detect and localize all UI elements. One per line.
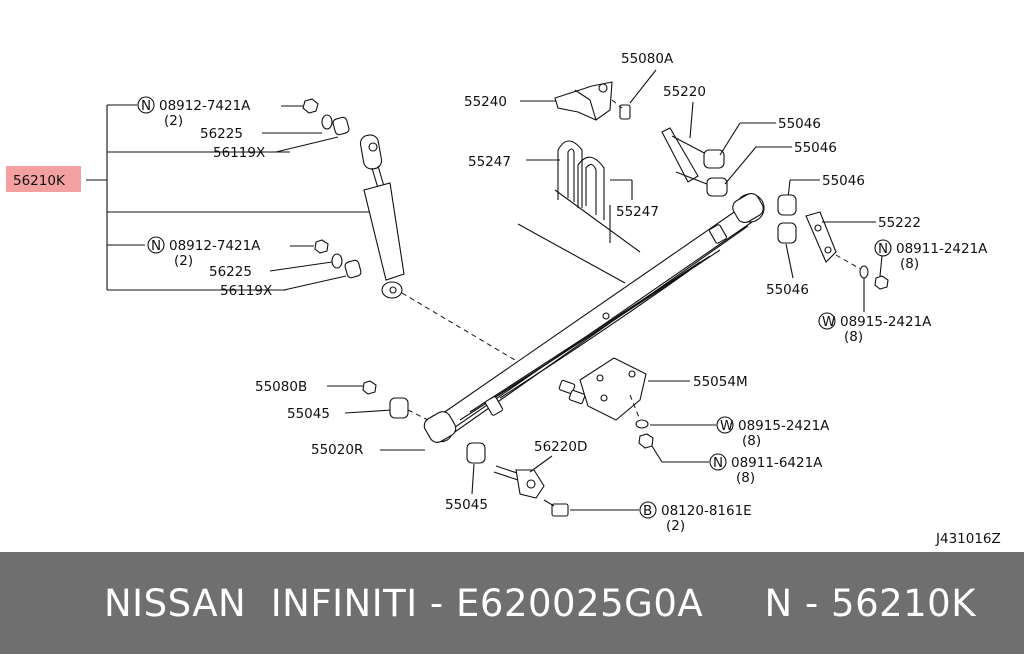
label-08911-2421-qty: (8): [900, 256, 919, 272]
banner-text: NISSAN INFINITI - E620025G0A N - 56210K: [104, 581, 976, 625]
label-55247-b[interactable]: 55247: [616, 204, 659, 220]
n-mark-2: N: [151, 238, 161, 254]
label-08915-2421-m[interactable]: 08915-2421A: [738, 418, 830, 434]
shock-absorber[interactable]: [359, 134, 405, 299]
label-55080A[interactable]: 55080A: [621, 51, 674, 67]
bolt-56220D[interactable]: [493, 465, 545, 499]
label-55045-a[interactable]: 55045: [287, 406, 330, 422]
label-56225-top[interactable]: 56225: [200, 126, 243, 142]
label-55045-b[interactable]: 55045: [445, 497, 488, 513]
n-mark-circle: [137, 96, 155, 114]
n-mark-4: N: [713, 455, 723, 471]
shackle-plate-55222[interactable]: [805, 211, 837, 263]
b-mark: B: [643, 503, 652, 519]
label-56119X-top[interactable]: 56119X: [213, 145, 265, 161]
label-56119X-bot[interactable]: 56119X: [220, 283, 272, 299]
n-mark: N: [141, 98, 151, 114]
label-08915-2421-r[interactable]: 08915-2421A: [840, 314, 932, 330]
label-55054M[interactable]: 55054M: [693, 374, 748, 390]
w-mark-2: W: [720, 418, 733, 434]
label-55247-a[interactable]: 55247: [468, 154, 511, 170]
label-55020R[interactable]: 55020R: [311, 442, 363, 458]
label-08911-6421[interactable]: 08911-6421A: [731, 455, 823, 471]
spring-pad-55054M[interactable]: [558, 357, 647, 421]
label-55046-c[interactable]: 55046: [822, 173, 865, 189]
leaf-spring-55020R[interactable]: [421, 191, 766, 447]
shock-bracket-lines: [86, 104, 370, 291]
label-08911-6421-qty: (8): [736, 470, 755, 486]
bracket-55240[interactable]: [554, 81, 613, 121]
label-55220[interactable]: 55220: [663, 84, 706, 100]
shackle-55220[interactable]: [661, 127, 728, 197]
w-mark: W: [822, 314, 835, 330]
label-08120-qty: (2): [666, 518, 685, 534]
label-08915-2421-m-qty: (8): [742, 433, 761, 449]
part-number-banner: NISSAN INFINITI - E620025G0A N - 56210K: [0, 552, 1024, 654]
highlight-box: [6, 166, 81, 192]
bolt-08120[interactable]: [543, 499, 569, 517]
label-55240[interactable]: 55240: [464, 94, 507, 110]
diagram-code: J431016Z: [935, 531, 1001, 547]
u-bolts-55247[interactable]: [557, 140, 605, 220]
label-56220D[interactable]: 56220D: [534, 439, 587, 455]
frame-outline: [517, 189, 641, 284]
label-08912-bot-qty: (2): [174, 253, 193, 269]
label-55046-b[interactable]: 55046: [794, 140, 837, 156]
label-08120[interactable]: 08120-8161E: [661, 503, 752, 519]
label-55080B[interactable]: 55080B: [255, 379, 307, 395]
parts-diagram: 56210K N 08912-7421A (2) 56225 56119X N …: [6, 51, 1001, 547]
label-08912-bot[interactable]: 08912-7421A: [169, 238, 261, 254]
label-56210K[interactable]: 56210K: [13, 173, 66, 189]
label-08915-2421-r-qty: (8): [844, 329, 863, 345]
label-55222[interactable]: 55222: [878, 215, 921, 231]
n-mark-3: N: [878, 241, 888, 257]
label-55046-d[interactable]: 55046: [766, 282, 809, 298]
label-08912-top[interactable]: 08912-7421A: [159, 98, 251, 114]
label-08911-2421[interactable]: 08911-2421A: [896, 241, 988, 257]
label-56225-bot[interactable]: 56225: [209, 264, 252, 280]
label-08912-top-qty: (2): [164, 113, 183, 129]
label-55046-a[interactable]: 55046: [778, 116, 821, 132]
